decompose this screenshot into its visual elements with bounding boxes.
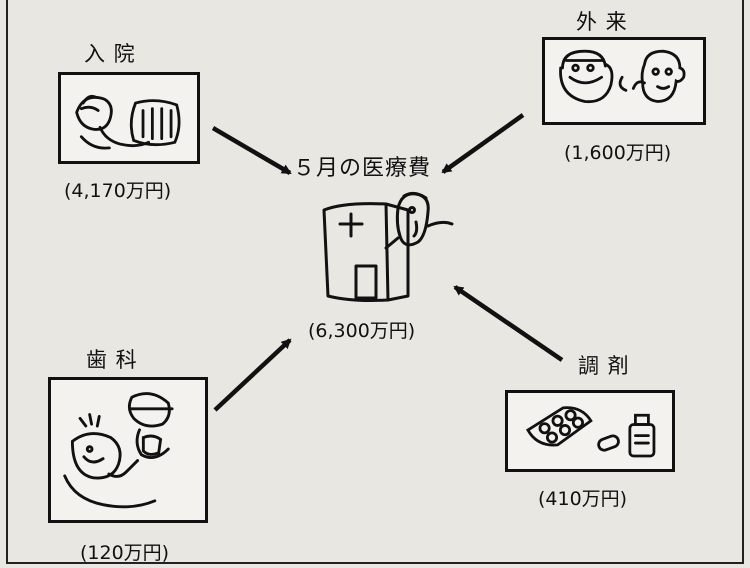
center-title: ５月の医療費 (293, 156, 432, 181)
pharmacy-illustration-box (505, 390, 675, 472)
outpatient-illustration-box (542, 37, 706, 125)
inpatient-illustration-box (58, 72, 200, 164)
diagram-frame (6, 0, 744, 564)
inpatient-label: 入 院 (84, 42, 136, 66)
hospital-bed-patient-icon (75, 94, 181, 150)
center-amount: (6,300万円) (308, 320, 416, 342)
pharmacy-label: 調 剤 (578, 354, 630, 378)
dental-illustration-box (48, 377, 208, 523)
outpatient-amount: (1,600万円) (564, 142, 672, 164)
doctor-and-patient-icon (559, 49, 686, 104)
inpatient-amount: (4,170万円) (64, 180, 172, 202)
dental-label: 歯 科 (86, 348, 138, 372)
center-illustration (312, 186, 460, 304)
hospital-building-with-doctor-icon (322, 191, 454, 302)
dentist-treating-patient-icon (63, 392, 174, 509)
pills-and-bottle-icon (526, 406, 656, 458)
pharmacy-amount: (410万円) (538, 488, 628, 510)
dental-amount: (120万円) (80, 542, 170, 564)
outpatient-label: 外 来 (576, 10, 628, 34)
